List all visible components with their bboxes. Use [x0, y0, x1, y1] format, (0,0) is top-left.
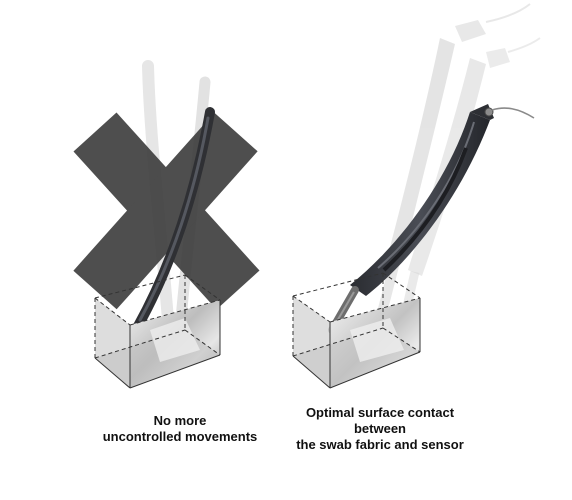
caption-left-line-1: No more [153, 413, 207, 428]
caption-right-line-3: the swab fabric and sensor [296, 437, 464, 452]
caption-left-line-2: uncontrolled movements [102, 429, 258, 444]
caption-left: No more uncontrolled movements [90, 413, 270, 445]
swab-uncontrolled [133, 107, 215, 331]
swab-holder [350, 104, 535, 296]
caption-right-line-2: between [353, 421, 406, 436]
cross-icon [73, 112, 260, 310]
left-panel [73, 60, 260, 389]
sample-box-left [94, 274, 221, 389]
caption-right-line-1: Optimal surface contact [305, 405, 455, 420]
right-panel [292, 3, 541, 389]
caption-right: Optimal surface contact between the swab… [285, 405, 475, 453]
sample-box-right [292, 272, 421, 389]
ghost-holder-a [388, 3, 531, 262]
